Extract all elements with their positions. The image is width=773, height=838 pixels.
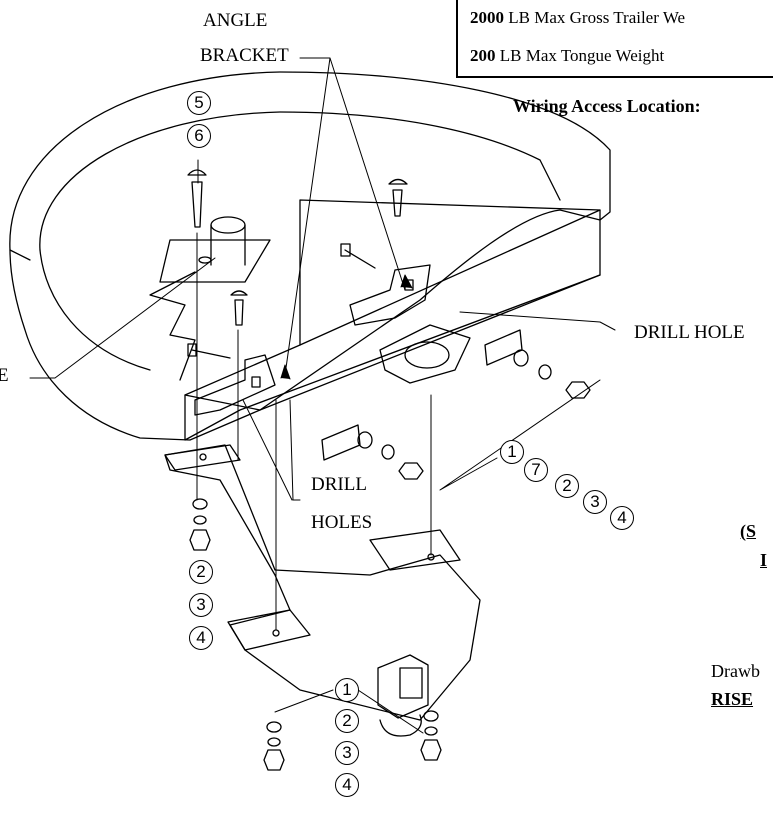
bottom-callout-leader <box>274 689 424 734</box>
receiver-opening <box>399 667 423 699</box>
left-edge-label-fragment: E <box>0 365 9 386</box>
safety-chain-loop <box>379 714 422 737</box>
callout-left-2: 2 <box>189 560 213 584</box>
right-side-bolt <box>340 243 376 269</box>
spacer-cylinder-top <box>210 216 246 234</box>
callout-right-3: 3 <box>583 490 607 514</box>
max-tongue-weight: 200 LB Max Tongue Weight <box>470 46 664 66</box>
gross-weight-value: 2000 <box>470 8 504 27</box>
left-angle-bracket <box>194 354 276 416</box>
gross-weight-text: LB Max Gross Trailer We <box>504 8 686 27</box>
callout-left-3: 3 <box>189 593 213 617</box>
callout-bottom-2: 2 <box>335 709 359 733</box>
spare-tire-well <box>9 71 611 441</box>
receiver-tube <box>377 654 429 719</box>
frame-rail-top <box>184 274 601 411</box>
drawbar-label-fragment: Drawb <box>711 661 760 681</box>
callout-5: 5 <box>187 91 211 115</box>
tire-well-lip <box>9 249 151 371</box>
angle-bracket-leader-line <box>284 57 406 376</box>
drill-holes-leader <box>242 399 301 501</box>
drill-holes-label-line2: HOLES <box>311 512 373 533</box>
spacer-cylinder-body <box>210 224 246 266</box>
side-fragment-s: (S <box>740 521 757 541</box>
angle-bracket-label-line1: ANGLE <box>203 10 268 31</box>
spacer-plate <box>159 239 271 283</box>
right-callout-leader <box>439 379 601 491</box>
weight-spec-box: 2000 LB Max Gross Trailer We 200 LB Max … <box>456 0 773 78</box>
tire-well-inner <box>39 111 561 251</box>
max-gross-trailer-weight: 2000 LB Max Gross Trailer We <box>470 8 685 28</box>
tongue-weight-text: LB Max Tongue Weight <box>495 46 665 65</box>
backing-plate-center <box>321 424 361 461</box>
drill-holes-label-line1: DRILL <box>311 474 367 495</box>
drill-hole-label: DRILL HOLE <box>634 322 745 343</box>
bottom-right-nut <box>420 739 442 761</box>
center-nut <box>398 462 424 480</box>
callout-right-4: 4 <box>610 506 634 530</box>
left-carriage-bolt <box>230 290 248 326</box>
callout-right-7: 7 <box>524 458 548 482</box>
callout-left-4: 4 <box>189 626 213 650</box>
callout-bottom-1: 1 <box>335 678 359 702</box>
tongue-weight-value: 200 <box>470 46 496 65</box>
angle-bracket-label-line2: BRACKET <box>200 45 289 66</box>
hitch-mount-bottom <box>227 609 311 651</box>
wiring-access-label: Wiring Access Location: <box>513 96 701 116</box>
upper-right-carriage-bolt <box>388 178 408 217</box>
rail-cutout-hole <box>404 341 450 369</box>
lower-left-nut <box>189 529 211 551</box>
leader-lines <box>29 57 616 734</box>
frame-rail <box>184 199 601 441</box>
left-edge-leader <box>29 257 216 379</box>
left-side-bolt <box>187 343 231 359</box>
side-fragment-l: I <box>760 550 768 570</box>
rise-label: RISE <box>711 689 754 709</box>
backing-plate-right <box>484 329 523 366</box>
hitch-mount-left <box>164 444 241 471</box>
upper-left-carriage-bolt <box>187 169 207 228</box>
drill-hole-leader <box>459 311 616 331</box>
callout-bottom-3: 3 <box>335 741 359 765</box>
callout-bottom-4: 4 <box>335 773 359 797</box>
hitch-crossbar <box>164 444 481 721</box>
hitch-mount-right <box>369 529 461 571</box>
left-bracket-slot <box>251 376 261 388</box>
rail-cutout <box>379 324 471 384</box>
bottom-left-nut <box>263 749 285 771</box>
frame-rail-side <box>299 209 601 346</box>
callout-6: 6 <box>187 124 211 148</box>
right-nut <box>565 381 591 399</box>
break-line-left <box>149 271 196 381</box>
rear-angle-bracket <box>349 264 431 326</box>
callout-right-2: 2 <box>555 474 579 498</box>
callout-right-1: 1 <box>500 440 524 464</box>
